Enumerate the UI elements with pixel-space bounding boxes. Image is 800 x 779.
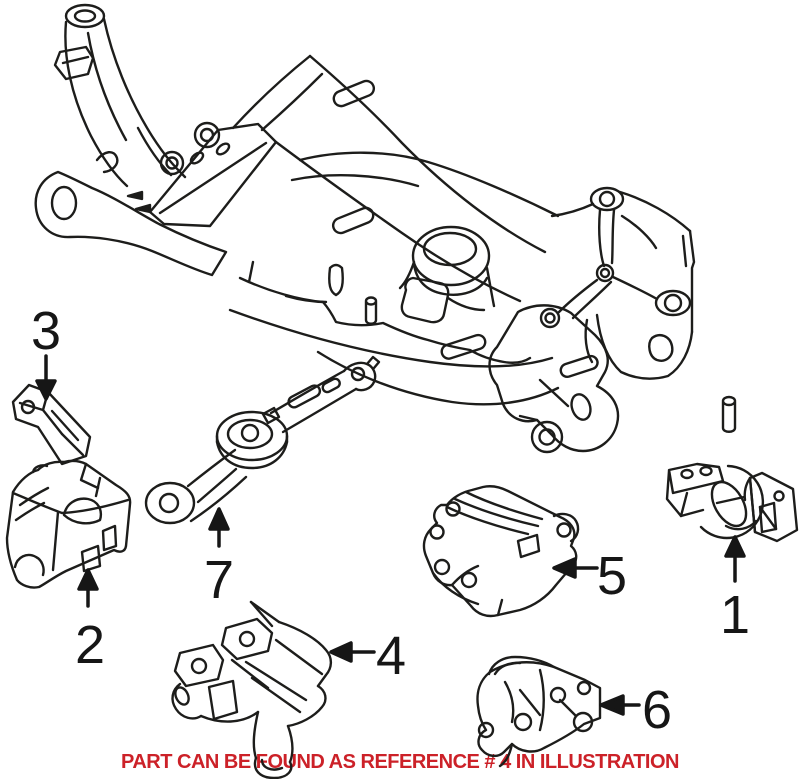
callout-7-label: 7: [203, 550, 235, 610]
callout-5-label: 5: [596, 546, 628, 606]
callout-3-label: 3: [30, 301, 62, 361]
callout-7-arrow-icon: [208, 507, 230, 548]
callout-4-arrow-icon: [329, 641, 376, 663]
callout-5-arrow-icon: [552, 557, 599, 579]
callout-1-arrow-icon: [724, 535, 746, 583]
callout-arrows: [35, 354, 746, 716]
part-4-engine-mount-bracket: [171, 600, 333, 779]
reference-note: PART CAN BE FOUND AS REFERENCE # 4 IN IL…: [121, 751, 680, 773]
part-6-mount-bracket: [476, 655, 602, 768]
callout-6-label: 6: [641, 680, 673, 740]
part-2-engine-mount: [5, 459, 132, 589]
part-3-support-bracket: [11, 383, 92, 466]
callout-2-label: 2: [74, 615, 106, 675]
callout-3-arrow-icon: [35, 354, 57, 401]
callout-2-arrow-icon: [77, 568, 99, 608]
callout-1-label: 1: [719, 585, 751, 645]
part-5-transmission-mount: [422, 485, 580, 618]
part-1-engine-mount: [665, 462, 799, 543]
callout-6-arrow-icon: [599, 694, 641, 716]
subframe-illustration: [34, 3, 737, 454]
part-7-torque-arm-mount: [144, 355, 381, 525]
callout-4-label: 4: [375, 626, 407, 686]
